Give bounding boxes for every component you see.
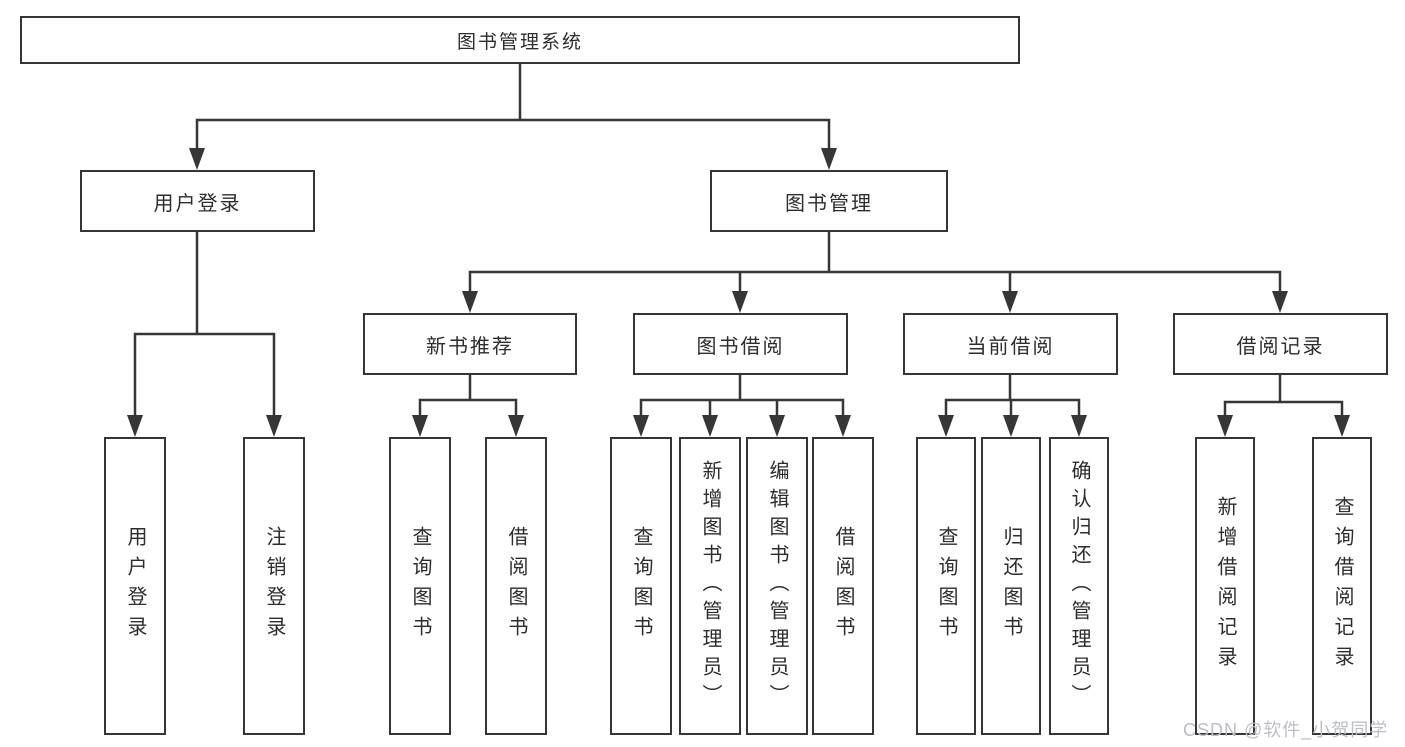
- node-new-book-recommend: 新书推荐: [363, 313, 577, 375]
- arrowheads-new-book-recommend: [412, 415, 524, 437]
- node-system-root: 图书管理系统: [20, 16, 1020, 64]
- connector-user-login-children: [133, 232, 276, 419]
- connector-book-management-children: [468, 232, 1282, 295]
- connector-new-book-recommend-children: [418, 375, 518, 419]
- node-leaf-logout: 注销登录: [243, 437, 305, 735]
- node-leaf-borrow-query-book: 查询图书: [610, 437, 672, 735]
- arrowheads-book-borrow: [633, 415, 851, 437]
- connector-borrow-records-children: [1223, 375, 1344, 419]
- arrowheads-level2: [189, 148, 837, 170]
- node-borrow-records: 借阅记录: [1173, 313, 1388, 375]
- node-leaf-confirm-return-admin: 确认归还（管理员）: [1049, 437, 1109, 735]
- node-leaf-add-borrow-record: 新增借阅记录: [1195, 437, 1255, 735]
- node-leaf-recommend-borrow-book: 借阅图书: [485, 437, 547, 735]
- node-leaf-borrow-book: 借阅图书: [812, 437, 874, 735]
- node-leaf-add-book-admin: 新增图书（管理员）: [679, 437, 741, 735]
- node-leaf-edit-book-admin: 编辑图书（管理员）: [746, 437, 808, 735]
- connector-book-borrow-children: [639, 375, 845, 419]
- node-leaf-user-login: 用户登录: [104, 437, 166, 735]
- node-leaf-recommend-query-book: 查询图书: [389, 437, 451, 735]
- connector-root-to-level2: [195, 64, 831, 152]
- node-user-login: 用户登录: [80, 170, 315, 232]
- node-current-borrow: 当前借阅: [903, 313, 1118, 375]
- arrowheads-level3: [462, 291, 1288, 313]
- node-book-management: 图书管理: [710, 170, 948, 232]
- arrowheads-borrow-records: [1217, 415, 1350, 437]
- node-book-borrow: 图书借阅: [633, 313, 848, 375]
- node-leaf-query-borrow-record: 查询借阅记录: [1312, 437, 1372, 735]
- node-leaf-return-book: 归还图书: [981, 437, 1041, 735]
- node-leaf-current-query-book: 查询图书: [916, 437, 976, 735]
- arrowheads-current-borrow: [938, 415, 1087, 437]
- arrowheads-user-login-children: [127, 415, 282, 437]
- connector-current-borrow-children: [944, 375, 1081, 419]
